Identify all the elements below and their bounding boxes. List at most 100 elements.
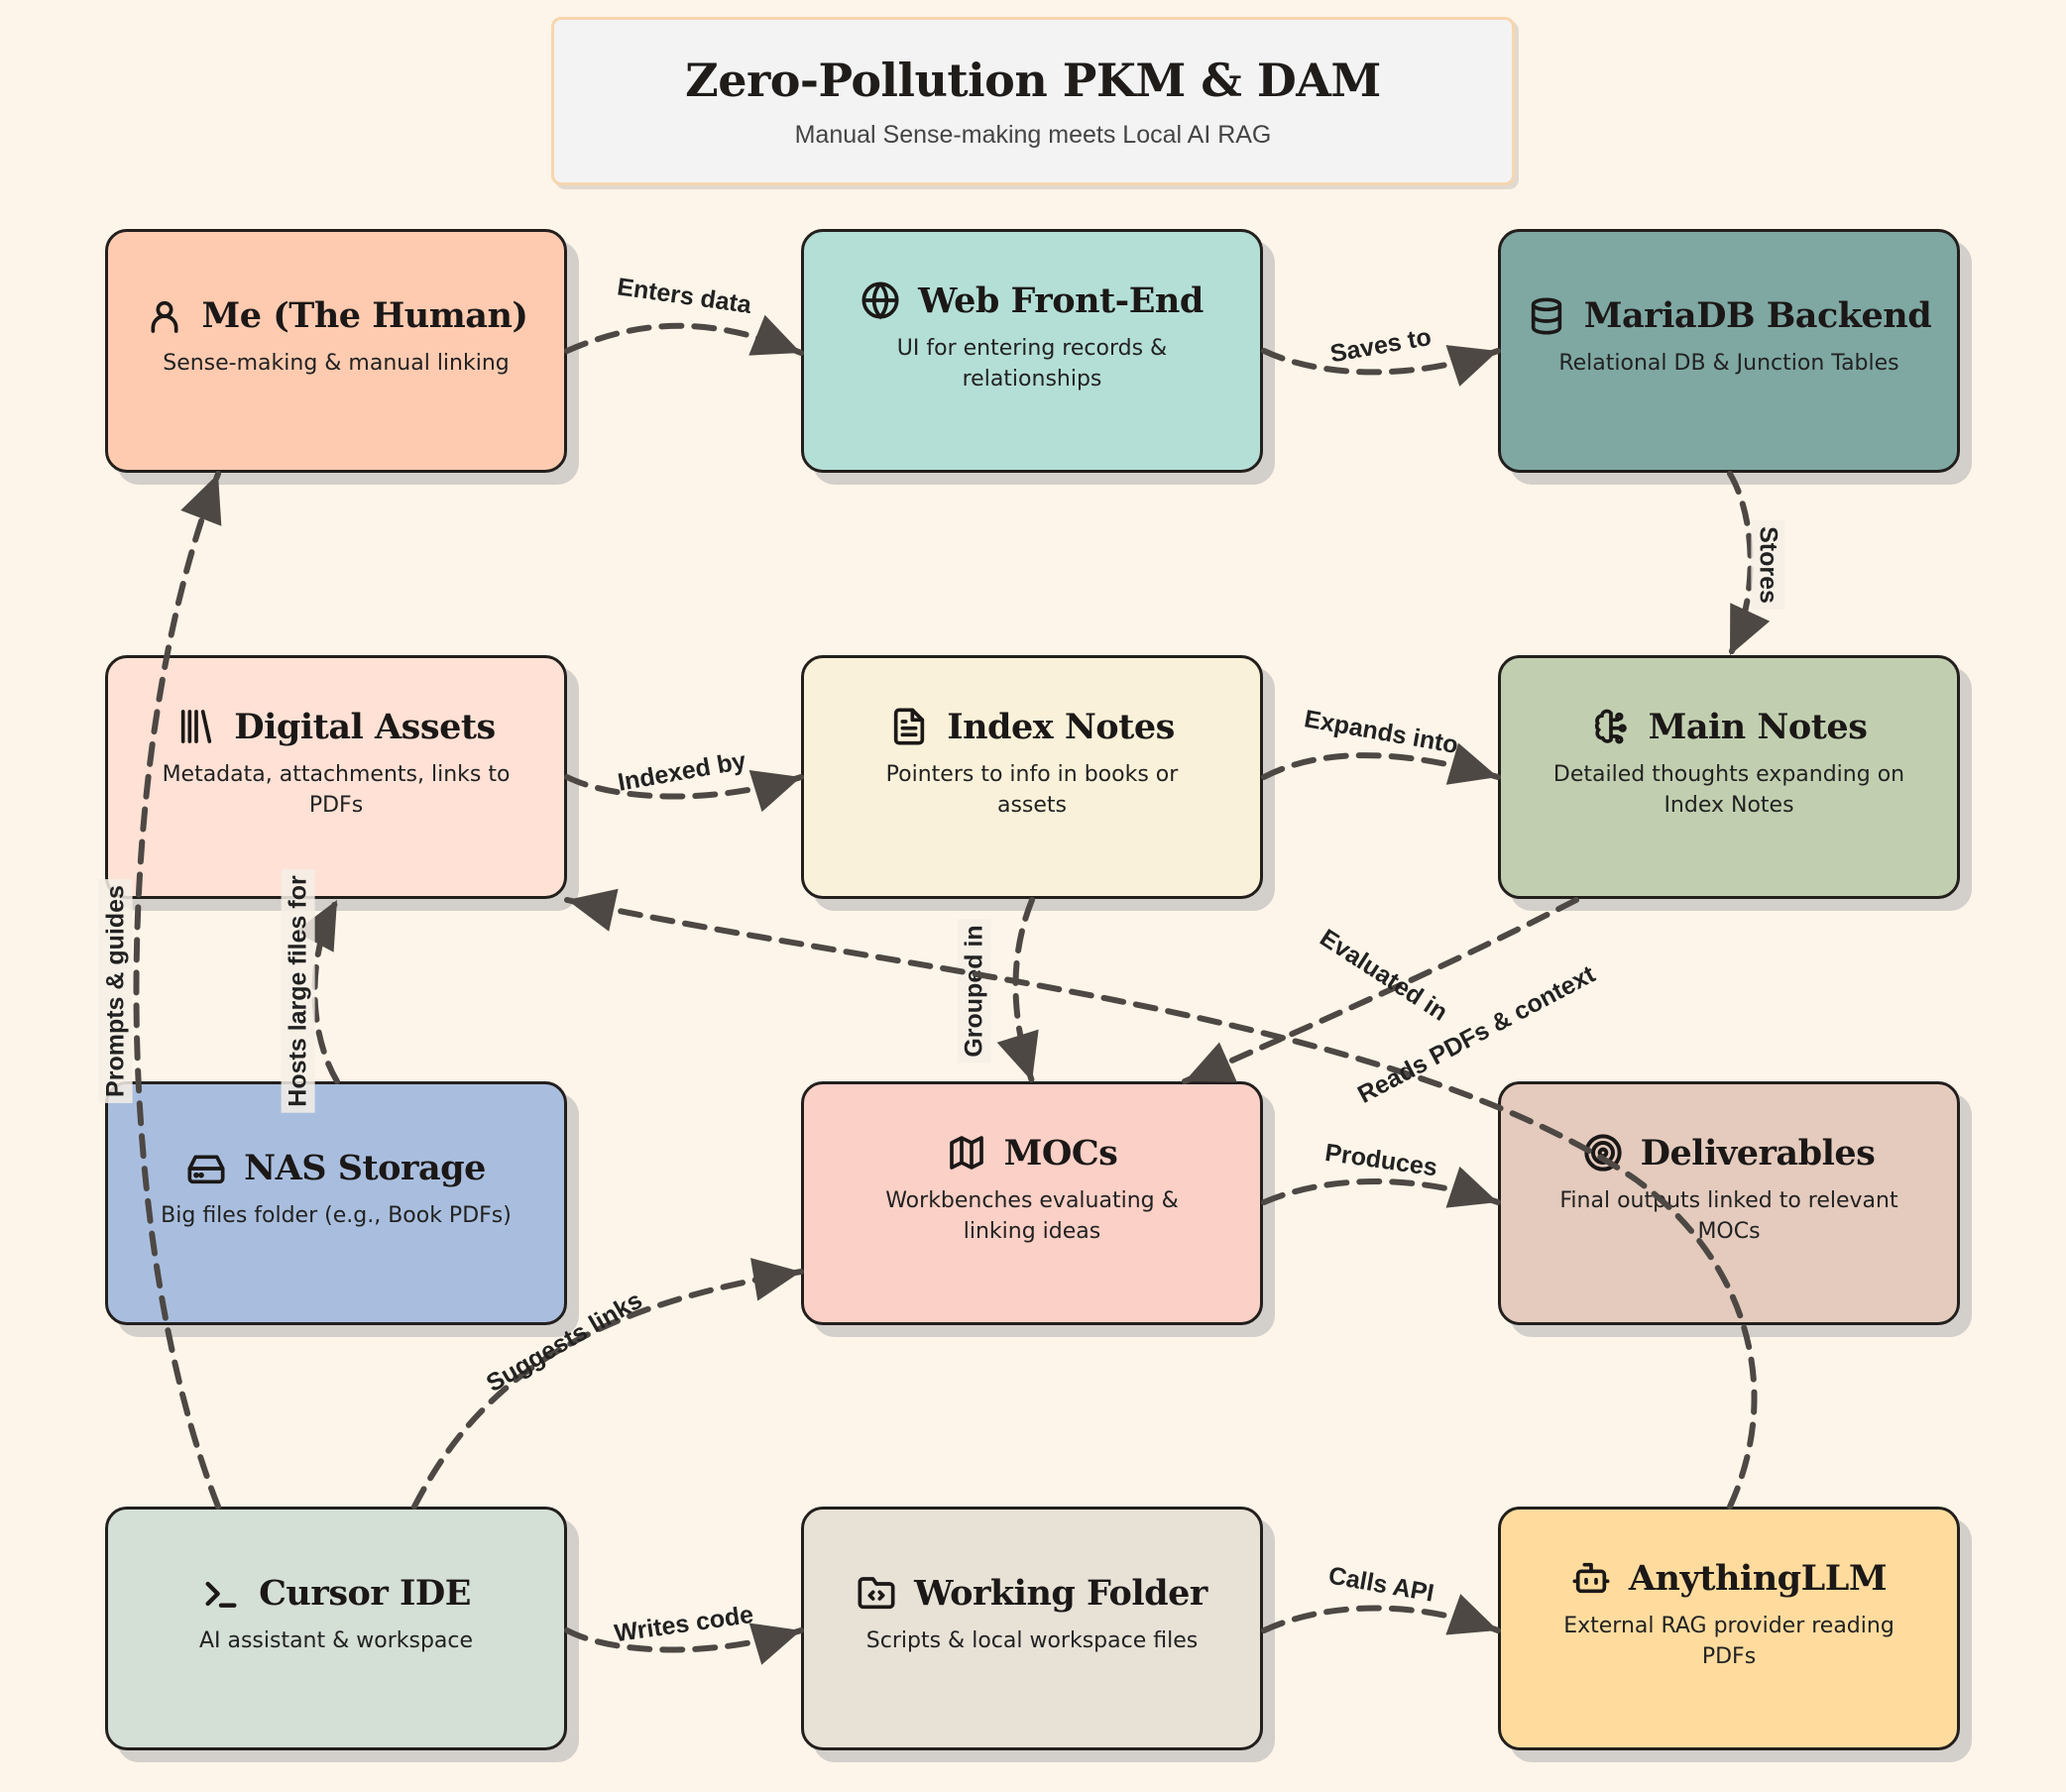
- hard-drive-icon: [186, 1149, 226, 1188]
- node-title: Cursor IDE: [259, 1573, 471, 1614]
- brain-circuit-icon: [1591, 707, 1631, 746]
- node-title: MOCs: [1003, 1132, 1118, 1174]
- edge-label: Enters data: [616, 273, 754, 319]
- edge-line: [133, 471, 221, 1510]
- edge-label-background: [1751, 520, 1785, 610]
- edge-line: [564, 774, 804, 800]
- arrowhead-icon: [180, 474, 222, 526]
- title-card: Zero-Pollution PKM & DAM Manual Sense-ma…: [551, 17, 1515, 185]
- edge-label: Prompts & guides: [102, 885, 130, 1097]
- edge-working-to-anythingllm: Calls API: [1261, 1562, 1501, 1635]
- database-icon: [1527, 296, 1566, 336]
- arrowhead-icon: [1445, 1594, 1498, 1635]
- edge-line: [564, 322, 804, 356]
- node-title: Me (The Human): [201, 295, 528, 336]
- node-mocs[interactable]: MOCs Workbenches evaluating & linking id…: [801, 1081, 1263, 1325]
- node-title: Main Notes: [1648, 706, 1868, 747]
- node-cursor-ide[interactable]: Cursor IDE AI assistant & workspace: [105, 1507, 567, 1750]
- edge-web-to-mariadb: Saves to: [1261, 323, 1501, 387]
- node-title: AnythingLLM: [1628, 1557, 1888, 1599]
- edge-line: [1261, 1605, 1501, 1633]
- edge-cursor-to-me: Prompts & guides: [98, 471, 222, 1510]
- edge-mocs-to-deliverables: Produces: [1261, 1139, 1501, 1208]
- edge-line: [1727, 471, 1754, 658]
- edge-mariadb-to-main: Stores: [1727, 471, 1785, 658]
- arrowhead-icon: [748, 314, 801, 356]
- edge-line: [1261, 1178, 1501, 1205]
- node-title: Web Front-End: [918, 280, 1204, 321]
- node-description: Relational DB & Junction Tables: [1558, 351, 1899, 376]
- arrowhead-icon: [996, 1029, 1039, 1081]
- node-mariadb-backend[interactable]: MariaDB Backend Relational DB & Junction…: [1498, 229, 1960, 473]
- edge-line: [311, 897, 340, 1084]
- bot-icon: [1571, 1558, 1611, 1598]
- edge-label: Calls API: [1326, 1562, 1436, 1608]
- edge-assets-to-index: Indexed by: [564, 746, 804, 813]
- edge-label: Produces: [1323, 1139, 1439, 1182]
- node-web-front-end[interactable]: Web Front-End UI for entering records & …: [801, 229, 1263, 473]
- edge-label-background: [98, 879, 133, 1103]
- node-description: Scripts & local workspace files: [865, 1628, 1199, 1653]
- arrowhead-icon: [1730, 603, 1771, 655]
- edge-line: [1261, 348, 1501, 376]
- edge-nas-to-assets: Hosts large files for: [281, 869, 340, 1113]
- edge-label: Grouped in: [961, 925, 988, 1057]
- node-description: Workbenches evaluating & linking ideas: [885, 1187, 1179, 1244]
- node-description: Sense-making & manual linking: [163, 351, 510, 376]
- map-icon: [947, 1133, 986, 1173]
- node-description: External RAG provider reading PDFs: [1563, 1613, 1894, 1669]
- edge-line: [1012, 897, 1035, 1084]
- node-anythingllm[interactable]: AnythingLLM External RAG provider readin…: [1498, 1507, 1960, 1750]
- file-text-icon: [889, 707, 929, 746]
- target-icon: [1583, 1133, 1623, 1173]
- edge-label-background: [957, 919, 991, 1064]
- edge-label: Evaluated in: [1315, 924, 1452, 1027]
- edge-index-to-mocs: Grouped in: [957, 897, 1039, 1084]
- arrowhead-icon: [750, 1258, 801, 1301]
- arrowhead-icon: [748, 1623, 801, 1665]
- arrowhead-icon: [1185, 1042, 1237, 1082]
- node-index-notes[interactable]: Index Notes Pointers to info in books or…: [801, 655, 1263, 899]
- node-title: Index Notes: [947, 706, 1175, 747]
- arrowhead-icon: [748, 770, 801, 813]
- edge-label-background: [281, 869, 315, 1113]
- node-digital-assets[interactable]: Digital Assets Metadata, attachments, li…: [105, 655, 567, 899]
- node-title: Deliverables: [1640, 1132, 1876, 1174]
- node-title: MariaDB Backend: [1583, 295, 1932, 336]
- edge-line: [1261, 752, 1501, 780]
- folder-code-icon: [857, 1574, 896, 1614]
- arrowhead-icon: [567, 888, 619, 932]
- node-description: UI for entering records & relationships: [896, 335, 1168, 392]
- arrowhead-icon: [1445, 345, 1498, 387]
- edge-label: Saves to: [1328, 323, 1434, 368]
- edge-cursor-to-working: Writes code: [564, 1601, 804, 1665]
- node-main-notes[interactable]: Main Notes Detailed thoughts expanding o…: [1498, 655, 1960, 899]
- diagram-subtitle: Manual Sense-making meets Local AI RAG: [794, 121, 1272, 149]
- arrowhead-icon: [1445, 1166, 1498, 1208]
- globe-icon: [861, 280, 900, 320]
- diagram-title: Zero-Pollution PKM & DAM: [685, 54, 1381, 107]
- library-icon: [176, 707, 216, 746]
- arrowhead-icon: [294, 900, 337, 952]
- edge-index-to-main: Expands into: [1261, 705, 1501, 785]
- edge-me-to-web: Enters data: [564, 273, 804, 356]
- arrowhead-icon: [1445, 742, 1498, 785]
- edge-main-to-mocs: Evaluated in: [1182, 897, 1579, 1084]
- node-description: Pointers to info in books or assets: [885, 761, 1179, 818]
- node-description: Big files folder (e.g., Book PDFs): [161, 1203, 512, 1228]
- edge-label: Hosts large files for: [285, 875, 312, 1107]
- edge-line: [1182, 897, 1579, 1084]
- node-deliverables[interactable]: Deliverables Final outputs linked to rel…: [1498, 1081, 1960, 1325]
- node-description: AI assistant & workspace: [198, 1628, 474, 1653]
- node-nas-storage[interactable]: NAS Storage Big files folder (e.g., Book…: [105, 1081, 567, 1325]
- terminal-icon: [201, 1574, 241, 1614]
- edge-label: Writes code: [613, 1601, 755, 1647]
- node-title: NAS Storage: [244, 1148, 486, 1188]
- node-me[interactable]: Me (The Human) Sense-making & manual lin…: [105, 229, 567, 473]
- node-description: Metadata, attachments, links to PDFs: [162, 761, 511, 818]
- node-description: Final outputs linked to relevant MOCs: [1559, 1187, 1898, 1244]
- node-working-folder[interactable]: Working Folder Scripts & local workspace…: [801, 1507, 1263, 1750]
- edge-line: [564, 1627, 804, 1653]
- node-description: Detailed thoughts expanding on Index Not…: [1552, 761, 1905, 818]
- node-title: Digital Assets: [234, 706, 496, 747]
